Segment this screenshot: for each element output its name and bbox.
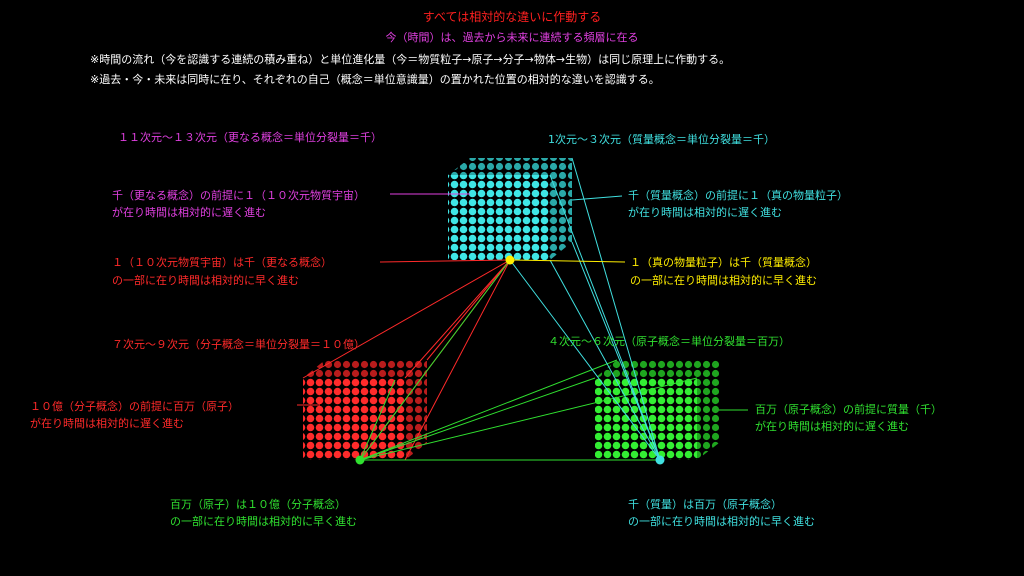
red-cube bbox=[303, 360, 427, 460]
cyan-point bbox=[655, 455, 665, 465]
red-line-2: が在り時間は相対的に遅く進む bbox=[30, 417, 184, 430]
yellow-line-1: １（真の物量粒子）は千（質量概念） bbox=[630, 256, 817, 269]
note-2: ※過去・今・未来は同時に在り、それぞれの自己（概念＝単位意識量）の置かれた位置の… bbox=[90, 73, 660, 86]
red-lines bbox=[302, 259, 511, 461]
cyan-lines bbox=[509, 157, 661, 461]
page-title: すべては相対的な違いに作動する bbox=[422, 10, 602, 24]
page-subtitle: 今（時間）は、過去から未来に連続する頻層に在る bbox=[385, 31, 639, 44]
cyan-bottom-line-1: 千（質量）は百万（原子概念） bbox=[628, 498, 782, 511]
cyan-cube bbox=[448, 158, 572, 260]
green-cube bbox=[595, 360, 719, 460]
yellow-point bbox=[505, 255, 515, 265]
note-1: ※時間の流れ（今を認識する連続の積み重ね）と単位進化量（今＝物質粒子→原子→分子… bbox=[90, 53, 731, 66]
green-line-2: が在り時間は相対的に遅く進む bbox=[755, 420, 909, 433]
cyan-line-2: が在り時間は相対的に遅く進む bbox=[628, 206, 782, 219]
magenta-heading: １１次元～１３次元（更なる概念＝単位分裂量＝千） bbox=[118, 131, 382, 144]
red-line-1: １０億（分子概念）の前提に百万（原子） bbox=[30, 400, 239, 413]
red-heading: ７次元～９次元（分子概念＝単位分裂量＝１０億） bbox=[112, 338, 365, 351]
cyan-heading: 1次元～３次元（質量概念＝単位分裂量＝千） bbox=[548, 133, 775, 146]
red-top-line-2: の一部に在り時間は相対的に早く進む bbox=[112, 274, 299, 287]
yellow-leader bbox=[511, 259, 626, 263]
magenta-line-2: が在り時間は相対的に遅く進む bbox=[112, 206, 266, 219]
yellow-line-2: の一部に在り時間は相対的に早く進む bbox=[630, 274, 817, 287]
red-top-line-1: １（１０次元物質宇宙）は千（更なる概念） bbox=[112, 256, 332, 269]
magenta-line-1: 千（更なる概念）の前提に１（１０次元物質宇宙） bbox=[112, 189, 365, 202]
green-lines bbox=[359, 259, 698, 461]
green-point bbox=[355, 455, 365, 465]
green-bottom-line-2: の一部に在り時間は相対的に早く進む bbox=[170, 515, 357, 528]
cyan-bottom-line-2: の一部に在り時間は相対的に早く進む bbox=[628, 515, 815, 528]
cyan-line-1: 千（質量概念）の前提に１（真の物量粒子） bbox=[628, 189, 848, 202]
green-bottom-line-1: 百万（原子）は１０億（分子概念） bbox=[170, 498, 346, 511]
green-heading: ４次元～６次元（原子概念＝単位分裂量＝百万） bbox=[548, 335, 790, 348]
green-line-1: 百万（原子概念）の前提に質量（千） bbox=[755, 403, 942, 416]
